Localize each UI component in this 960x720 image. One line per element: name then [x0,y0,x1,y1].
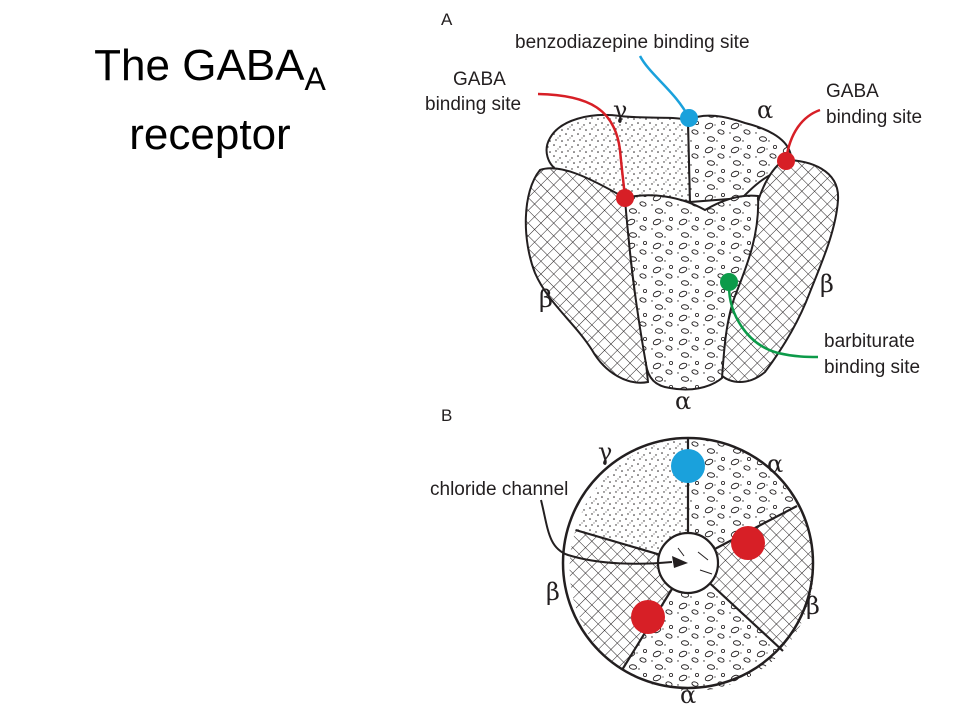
subunit-beta-left-label-a: β [539,285,553,313]
receptor-outline-b [561,436,815,690]
subunit-beta-left-label-b: β [546,578,560,606]
panel-a-label: A [441,10,453,29]
gaba-site-right-label-line2: binding site [826,107,922,128]
gaba-left-leader-line [537,92,627,199]
panel-b-label: B [441,406,452,425]
benzodiazepine-leader-line-a [638,55,691,119]
subunit-gamma-sector-b [575,438,688,563]
barbiturate-leader-line [727,282,819,359]
title-subscript: A [304,61,326,97]
subunit-gamma-label-a: γ [613,96,627,124]
subunit-alpha-front-shape [623,194,760,391]
subunit-alpha-bottom-label-a: α [675,387,691,415]
title-line-1: The GABAA [60,38,360,107]
gaba-site-left-label-line2: binding site [425,94,521,115]
subunit-alpha-top-shape [686,114,792,204]
title-main: The GABA [94,41,305,90]
subunit-alpha-top-sector-b [688,438,797,563]
barbiturate-binding-site-dot-a [720,273,738,291]
title-line-2: receptor [129,110,291,159]
benzodiazepine-site-label: benzodiazepine binding site [515,32,750,53]
barbiturate-site-label-line1: barbiturate [824,331,915,352]
pore-texture [677,547,713,575]
gaba-binding-site-dot-lower-b [631,600,665,634]
subunit-alpha-top-label-b: α [767,450,783,478]
gaba-site-right-label-line1: GABA [826,81,879,102]
subunit-alpha-bottom-label-b: α [680,681,696,709]
chloride-channel-label: chloride channel [430,479,568,500]
barbiturate-site-label-line2: binding site [824,357,920,378]
subunit-alpha-top-label-a: α [757,96,773,124]
chloride-channel-arrowhead [672,556,688,568]
benzodiazepine-binding-site-dot-a [680,109,698,127]
gaba-binding-site-dot-right-a [777,152,795,170]
benzodiazepine-binding-site-dot-b [671,449,705,483]
subunit-alpha-bottom-sector-b [622,563,783,692]
subunit-beta-right-label-a: β [820,270,834,298]
gaba-binding-site-dot-upper-b [731,526,765,560]
chloride-channel-leader-line [540,499,673,565]
slide-title: The GABAA receptor [60,38,360,163]
gaba-site-left-label-line1: GABA [453,69,506,90]
subunit-beta-right-label-b: β [806,592,820,620]
subunit-gamma-label-b: γ [598,438,612,466]
subunit-beta-right-sector-b [688,506,814,651]
gaba-binding-site-dot-left-a [616,189,634,207]
